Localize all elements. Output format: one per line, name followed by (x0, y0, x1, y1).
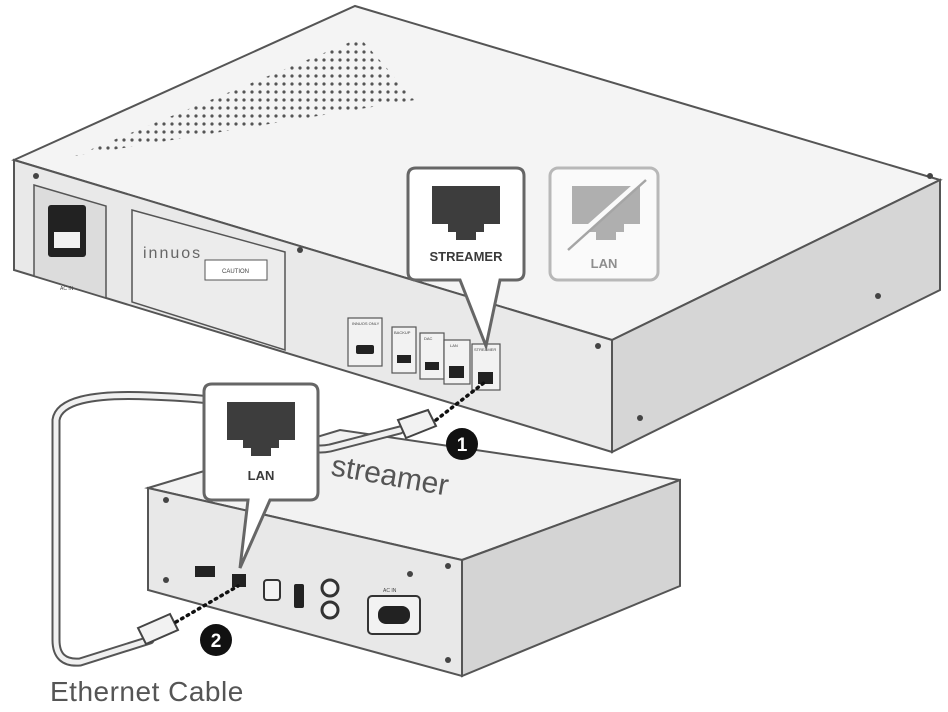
port-label-4: STREAMER (474, 347, 496, 352)
optical-port (263, 579, 281, 601)
screw-icon (33, 173, 39, 179)
server-side-panel (611, 178, 941, 454)
step-badge-2-label: 2 (211, 631, 222, 652)
callout-lan-disabled: LAN (548, 166, 660, 282)
power-switch (54, 232, 80, 248)
screw-icon (445, 657, 451, 663)
screw-icon (595, 343, 601, 349)
hdmi-port (356, 345, 374, 354)
ethernet-port-icon (432, 186, 500, 240)
callout-streamer-label: STREAMER (430, 249, 504, 264)
usb-port-backup (397, 355, 411, 363)
strike-line (567, 179, 647, 251)
rca-port-bottom (320, 600, 340, 620)
screw-icon (637, 415, 643, 421)
port-backup (391, 326, 417, 374)
step-badge-2: 2 (200, 624, 232, 656)
port-innuos-only (347, 317, 383, 367)
step-badge-1: 1 (446, 428, 478, 460)
step-badge-1-circle (446, 428, 478, 460)
strike-icon (568, 179, 642, 247)
guide-dots-2 (174, 584, 240, 624)
screw-icon (163, 497, 169, 503)
streamer-usb-port (195, 566, 215, 577)
screw-icon (297, 247, 303, 253)
connector-top (396, 408, 438, 440)
streamer-power-label: AC IN (383, 588, 397, 594)
callout-lan: LAN (202, 382, 320, 569)
server-vent (75, 38, 415, 156)
screw-icon (445, 563, 451, 569)
streamer-ethernet-port (232, 574, 246, 587)
callout-lan-disabled-label: LAN (591, 256, 618, 271)
cable-caption: Ethernet Cable (50, 676, 244, 707)
server-power-label: AC IN (60, 286, 74, 292)
guide-dots-1 (434, 380, 487, 422)
step-badge-1-label: 1 (457, 435, 468, 456)
step-badge-2-circle (200, 624, 232, 656)
ethernet-port-lan (449, 366, 464, 378)
streamer-side-panel (461, 478, 681, 678)
server-brand-logo: innuos (143, 245, 202, 262)
rca-port-top (320, 578, 340, 598)
caution-label: CAUTION (222, 269, 249, 275)
usb-port-dac (425, 362, 439, 370)
hdmi-vertical-port (294, 584, 304, 608)
screw-icon (875, 293, 881, 299)
connector-bottom (136, 612, 180, 646)
port-label-2: DAC (424, 336, 433, 341)
screw-icon (927, 173, 933, 179)
ethernet-port-streamer (478, 372, 493, 384)
port-label-3: LAN (450, 343, 458, 348)
screw-icon (163, 577, 169, 583)
callout-streamer: STREAMER (406, 166, 526, 352)
port-label-1: BACKUP (394, 330, 411, 335)
port-label-0: INNUOS ONLY (352, 321, 380, 326)
streamer-power-socket (378, 606, 410, 624)
caution-box (204, 259, 268, 281)
callout-lan-label: LAN (248, 468, 275, 483)
ethernet-port-icon-lan (227, 402, 295, 456)
power-inlet (48, 205, 86, 257)
screw-icon (407, 571, 413, 577)
